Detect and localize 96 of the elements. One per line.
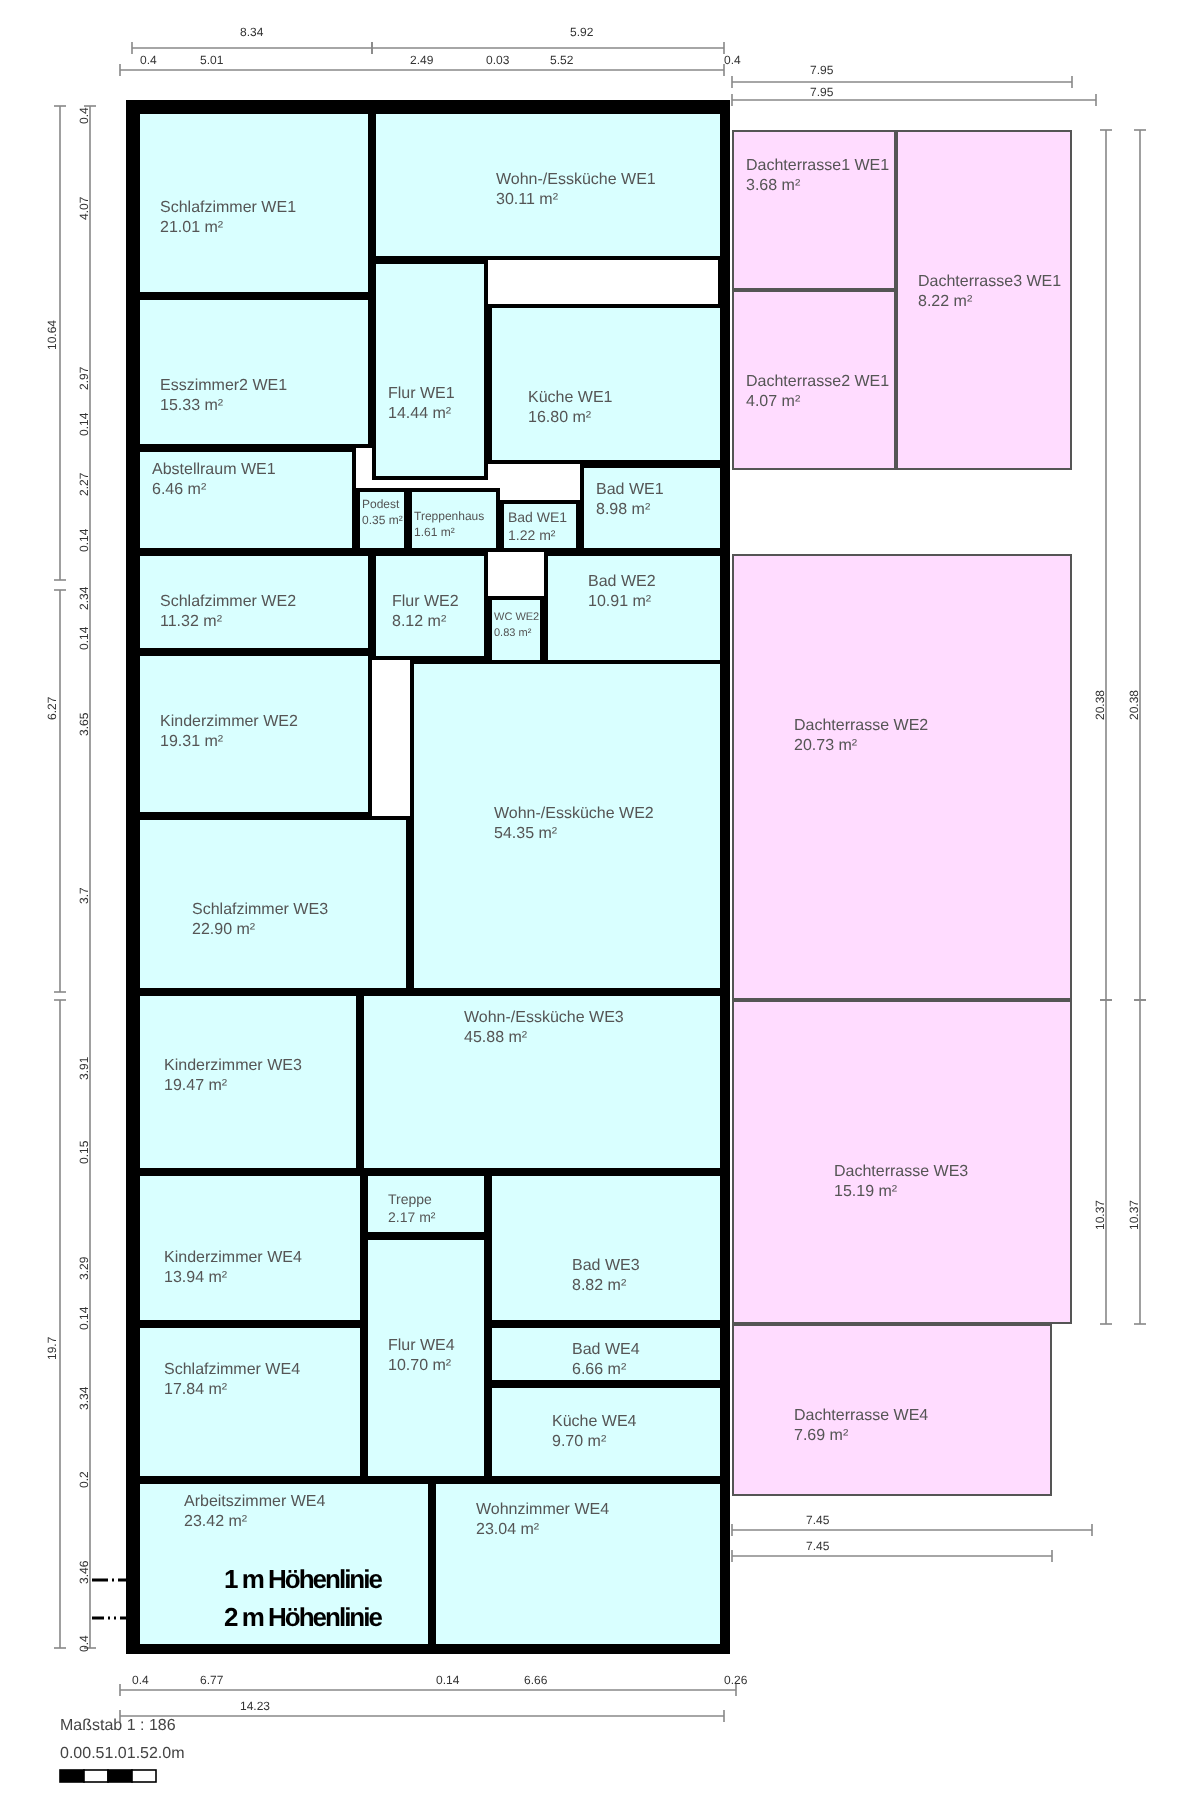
area-value: 13.94 m² [164, 1268, 230, 1288]
room-name: Flur WE4 [388, 1336, 455, 1356]
room-name: Flur WE1 [388, 384, 455, 404]
room-name: Wohn-/Essküche WE1 [496, 170, 656, 190]
room-name: Dachterrasse WE2 [794, 716, 929, 736]
area-value: 6.66 m² [572, 1360, 629, 1380]
room-name: Abstellraum WE1 [152, 460, 276, 480]
area-value: 14.44 m² [388, 404, 454, 424]
area-value: 16.80 m² [528, 408, 594, 428]
room-name: Dachterrasse2 WE1 [746, 372, 890, 392]
room-floor [432, 1480, 724, 1648]
room-name: Schlafzimmer WE3 [192, 900, 329, 920]
area-value: 15.33 m² [160, 396, 226, 416]
room-name: Kinderzimmer WE2 [160, 712, 298, 732]
room-floor [580, 464, 724, 552]
room-floor [372, 110, 724, 260]
area-value: 45.88 m² [464, 1028, 530, 1048]
area-value: 9.70 m² [552, 1432, 609, 1452]
area-value: 10.91 m² [588, 592, 654, 612]
roof-terrace-area [732, 1324, 1052, 1496]
room-name: Schlafzimmer WE1 [160, 198, 297, 218]
room-name: Schlafzimmer WE2 [160, 592, 297, 612]
room-floor [360, 992, 724, 1172]
room-name: Kinderzimmer WE3 [164, 1056, 302, 1076]
area-value: 19.47 m² [164, 1076, 230, 1096]
room-name: Bad WE1 [596, 480, 664, 500]
area-value: 22.90 m² [192, 920, 258, 940]
room-floor [408, 488, 500, 552]
roof-terrace-area [732, 1000, 1072, 1324]
room-floor [372, 260, 488, 480]
roof-terrace-area [732, 290, 896, 470]
scale-text: 0.00.51.01.52.0m [60, 1744, 185, 1764]
area-value: 3.68 m² [746, 176, 803, 196]
area-value: 7.69 m² [794, 1426, 851, 1446]
room-name: Küche WE1 [528, 388, 613, 408]
area-value: 23.42 m² [184, 1512, 250, 1532]
area-value: 21.01 m² [160, 218, 226, 238]
area-value: 17.84 m² [164, 1380, 230, 1400]
room-name: Wohn-/Essküche WE3 [464, 1008, 624, 1028]
room-name: Bad WE2 [588, 572, 656, 592]
room-name: Küche WE4 [552, 1412, 637, 1432]
area-value: 11.32 m² [160, 612, 224, 632]
area-value: 8.22 m² [918, 292, 975, 312]
room-floor [136, 1324, 364, 1480]
area-value: 6.46 m² [152, 480, 209, 500]
room-floor [136, 1172, 364, 1324]
room-name: Esszimmer2 WE1 [160, 376, 288, 396]
scale-text: Maßstab 1 : 186 [60, 1716, 176, 1736]
room-name: Bad WE3 [572, 1256, 640, 1276]
room-floor [488, 304, 724, 464]
room-floor [136, 1480, 432, 1648]
area-value: 30.11 m² [496, 190, 560, 210]
room-floor [136, 552, 372, 652]
roof-terrace-area [732, 130, 896, 290]
room-floor [136, 652, 372, 816]
room-name: Schlafzimmer WE4 [164, 1360, 301, 1380]
room-name: Kinderzimmer WE4 [164, 1248, 302, 1268]
area-value: 10.70 m² [388, 1356, 454, 1376]
area-value: 8.12 m² [392, 612, 449, 632]
room-name: Bad WE4 [572, 1340, 640, 1360]
room-floor [136, 816, 410, 992]
room-name: Dachterrasse1 WE1 [746, 156, 890, 176]
roof-terrace-area [896, 130, 1072, 470]
room-floor [500, 500, 580, 552]
room-floor [488, 596, 544, 664]
room-name: Wohn-/Essküche WE2 [494, 804, 654, 824]
room-name: Wohnzimmer WE4 [476, 1500, 610, 1520]
room-floor [488, 1384, 724, 1480]
area-value: 23.04 m² [476, 1520, 542, 1540]
room-floor [410, 660, 724, 992]
room-floor [136, 110, 372, 296]
room-floor [356, 488, 408, 552]
legend-text: 1 m Höhenlinie [224, 1564, 381, 1594]
room-name: Dachterrasse3 WE1 [918, 272, 1062, 292]
area-value: 8.82 m² [572, 1276, 629, 1296]
room-floor [488, 1324, 724, 1384]
area-value: 8.98 m² [596, 500, 653, 520]
area-value: 4.07 m² [746, 392, 803, 412]
room-name: Dachterrasse WE4 [794, 1406, 929, 1426]
area-value: 54.35 m² [494, 824, 560, 844]
legend-text: 2 m Höhenlinie [224, 1602, 381, 1632]
room-name: Arbeitszimmer WE4 [184, 1492, 326, 1512]
room-floor [136, 296, 372, 448]
room-floor [136, 448, 356, 552]
area-value: 15.19 m² [834, 1182, 900, 1202]
room-name: Dachterrasse WE3 [834, 1162, 969, 1182]
area-value: 20.73 m² [794, 736, 860, 756]
roof-terrace-area [732, 554, 1072, 1000]
room-floor [136, 992, 360, 1172]
room-floor [372, 552, 488, 660]
room-floor [364, 1172, 488, 1236]
area-value: 19.31 m² [160, 732, 226, 752]
room-floor [488, 1172, 724, 1324]
room-floor [544, 552, 724, 664]
room-name: Flur WE2 [392, 592, 459, 612]
room-floor [364, 1236, 488, 1480]
